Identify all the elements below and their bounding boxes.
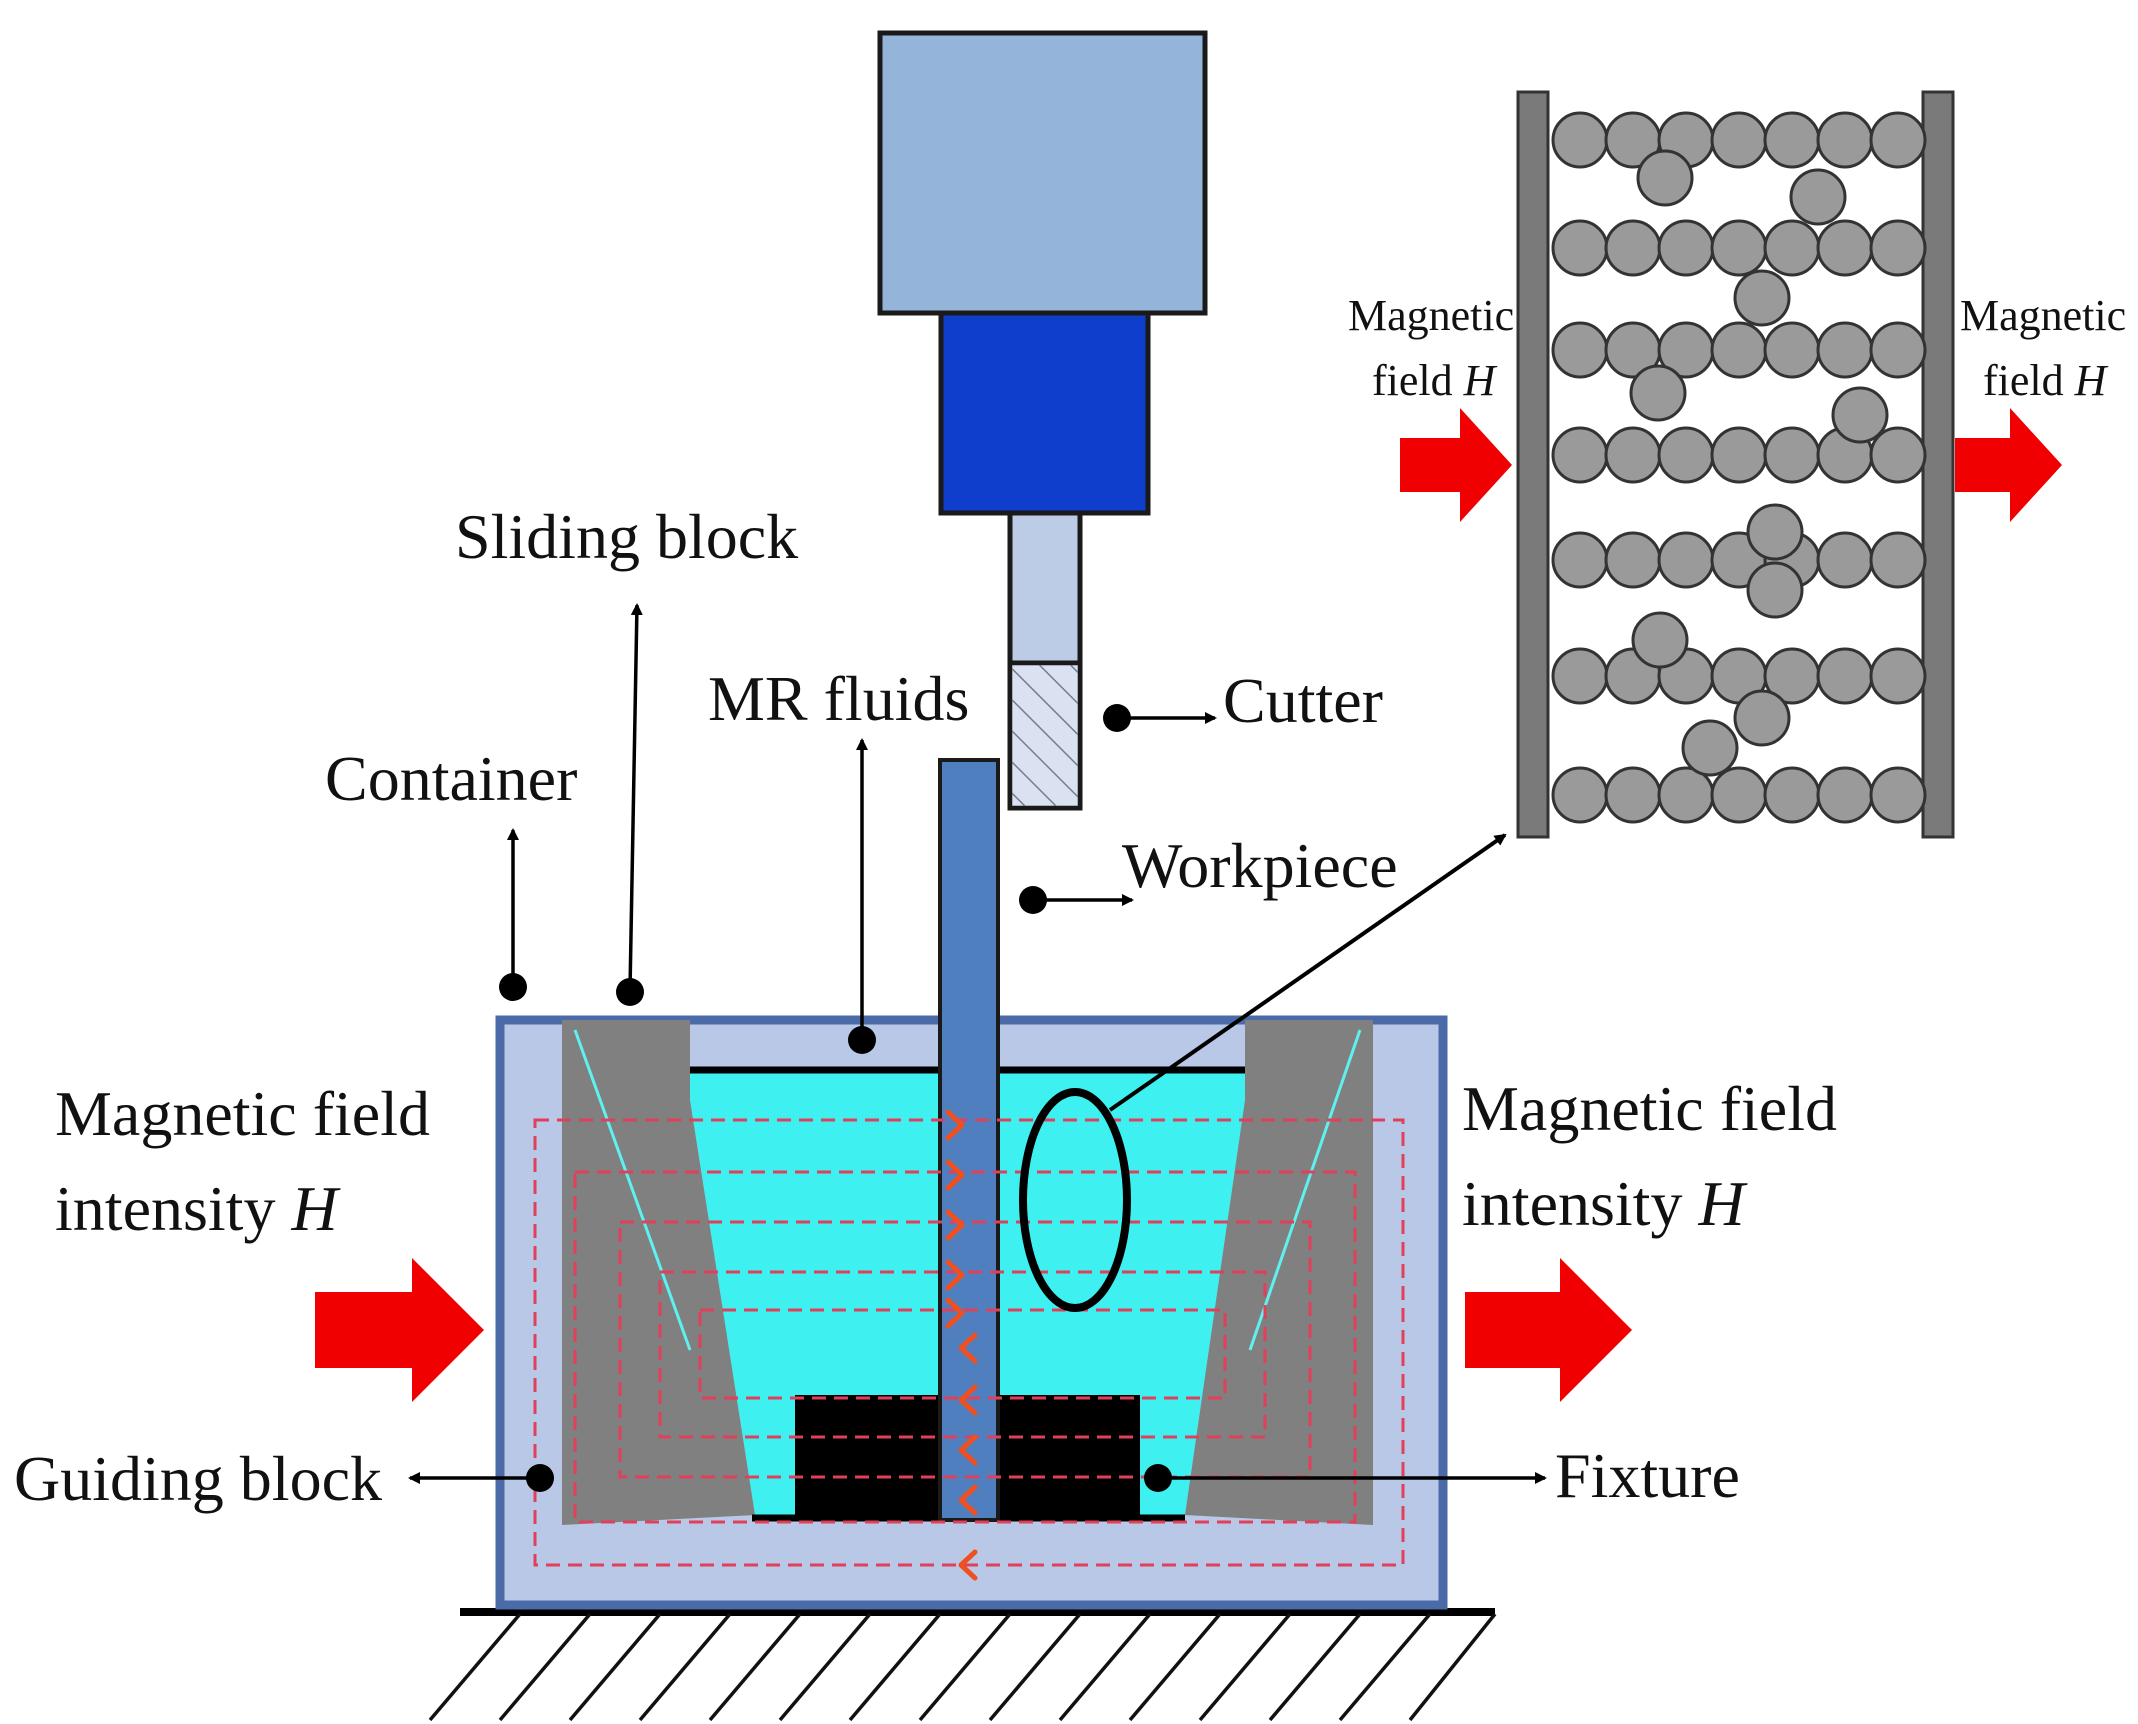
label-guiding-block: Guiding block [14, 1443, 382, 1514]
particle [1816, 531, 1874, 589]
inset-field-arrow-left [1400, 408, 1512, 522]
particle [1733, 689, 1791, 747]
particle [1604, 766, 1662, 824]
sliding-block-edge-right [1248, 1029, 1362, 1351]
particle [1816, 321, 1874, 379]
particle [1816, 647, 1874, 705]
particle [1710, 321, 1768, 379]
particle [1816, 219, 1874, 277]
inset-plate-left [1516, 90, 1550, 839]
particle [1763, 321, 1821, 379]
particle [1869, 111, 1927, 169]
guiding-block-right [1185, 1020, 1373, 1525]
label-field-right-line2: intensity H [1462, 1168, 1748, 1239]
particle [1710, 766, 1768, 824]
particle [1551, 111, 1609, 169]
particle [1816, 111, 1874, 169]
mr-fluids-dot [848, 1026, 876, 1054]
particle [1816, 766, 1874, 824]
particle [1657, 531, 1715, 589]
inset-particle-chains [1516, 90, 1955, 839]
label-cutter: Cutter [1223, 665, 1383, 736]
particle [1551, 219, 1609, 277]
particle [1869, 647, 1927, 705]
particle [1631, 611, 1689, 669]
zoom-leader [1108, 833, 1507, 1112]
particle [1604, 219, 1662, 277]
ground-hatching [428, 1612, 1497, 1722]
label-container: Container [325, 743, 577, 814]
spindle-head [877, 30, 1208, 316]
label-mr-fluids: MR fluids [708, 663, 969, 734]
sliding-block-edge-left [573, 1029, 692, 1351]
particle [1551, 766, 1609, 824]
label-field-left-line1: Magnetic field [55, 1078, 430, 1149]
particle [1657, 219, 1715, 277]
particle [1733, 269, 1791, 327]
sliding-block-dot [616, 978, 644, 1006]
inset-plate-right [1921, 90, 1955, 839]
particle [1710, 111, 1768, 169]
inset-label-right-line2: field H [1983, 356, 2109, 405]
particle [1746, 503, 1804, 561]
particle [1551, 321, 1609, 379]
particle [1831, 386, 1889, 444]
label-fixture: Fixture [1555, 1440, 1740, 1511]
particle [1869, 321, 1927, 379]
particle [1551, 426, 1609, 484]
label-field-left-line2: intensity H [55, 1173, 341, 1244]
particle [1710, 426, 1768, 484]
particle [1869, 766, 1927, 824]
tool-shank [1007, 510, 1083, 666]
zoom-region-ellipse [1019, 1088, 1131, 1312]
particle [1629, 364, 1687, 422]
inset-label-right-line1: Magnetic [1960, 291, 2126, 340]
spindle-collar [938, 310, 1151, 516]
particle [1869, 219, 1927, 277]
particle [1657, 426, 1715, 484]
inset-label-left-line1: Magnetic [1348, 291, 1514, 340]
particle [1763, 766, 1821, 824]
particle [1657, 766, 1715, 824]
particle [1763, 111, 1821, 169]
particle [1789, 168, 1847, 226]
particle [1710, 219, 1768, 277]
field-arrow-left [315, 1258, 484, 1402]
label-sliding-block: Sliding block [455, 501, 798, 572]
cutter-flutes-bg [1012, 665, 1078, 806]
field-arrow-right [1465, 1258, 1632, 1402]
inset-field-arrow-right [1955, 408, 2062, 522]
sliding-block-leader [628, 603, 643, 991]
magnetic-particles [1551, 111, 1927, 824]
particle [1604, 531, 1662, 589]
label-workpiece: Workpiece [1122, 830, 1398, 901]
particle [1763, 219, 1821, 277]
field-direction-arrows [945, 1109, 978, 1581]
particle [1869, 426, 1927, 484]
particle [1604, 426, 1662, 484]
particle [1746, 561, 1804, 619]
particle [1869, 531, 1927, 589]
particle [1681, 719, 1739, 777]
particle [1636, 149, 1694, 207]
container-dot [499, 973, 527, 1001]
particle [1763, 426, 1821, 484]
magnetic-field-lines [533, 1118, 1405, 1567]
particle [1551, 647, 1609, 705]
inset-label-left-line2: field H [1372, 356, 1498, 405]
particle [1551, 531, 1609, 589]
label-field-right-line1: Magnetic field [1462, 1073, 1837, 1144]
